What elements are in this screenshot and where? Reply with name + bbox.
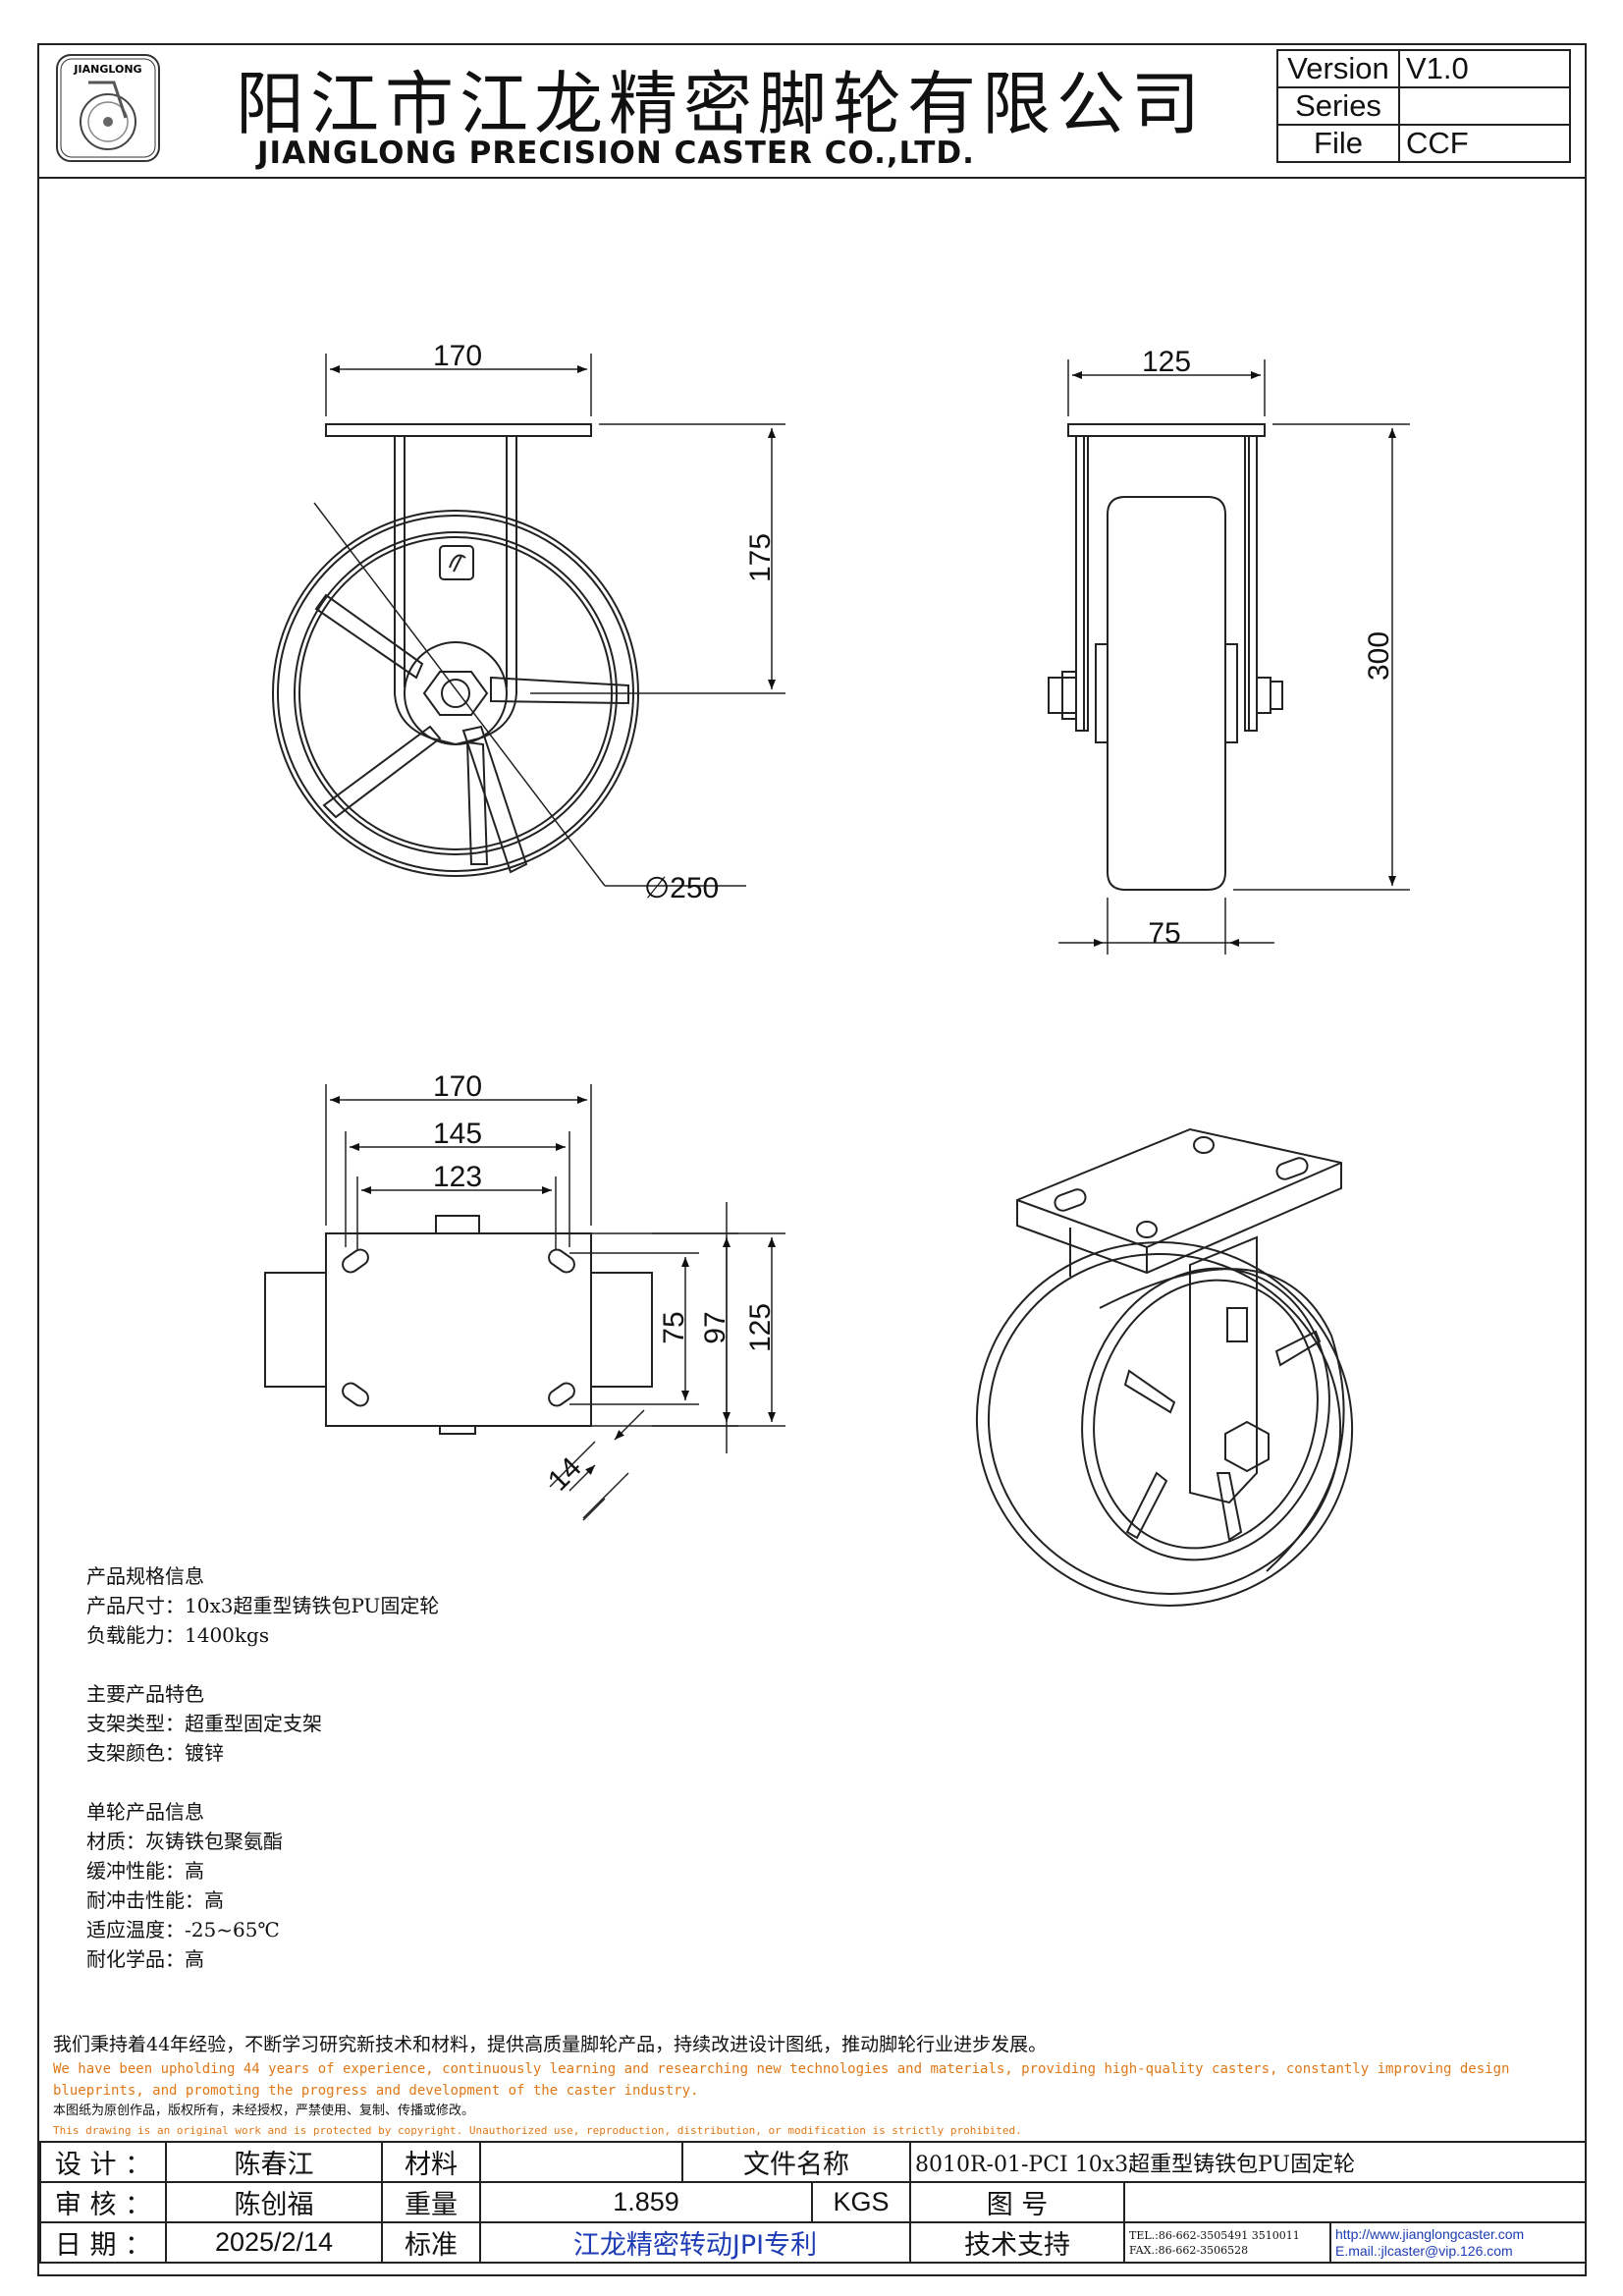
design-label: 设 计 ： xyxy=(39,2141,167,2183)
review-value: 陈创福 xyxy=(165,2181,383,2223)
version-box: Version V1.0 Series File CCF xyxy=(1276,49,1571,163)
review-label: 审 核 ： xyxy=(39,2181,167,2223)
dim-plate-170: 170 xyxy=(433,1070,482,1103)
contact-phone: TEL.:86-662-3505491 3510011 FAX.:86-662-… xyxy=(1123,2221,1331,2264)
weight-label: 重量 xyxy=(381,2181,481,2223)
spec-load: 负载能力：1400kgs xyxy=(86,1623,270,1647)
company-name-cn: 阳江市江龙精密脚轮有限公司 xyxy=(236,64,1206,144)
dim-wheel-diameter: ∅250 xyxy=(644,872,719,904)
weight-unit: KGS xyxy=(811,2181,911,2223)
dim-slot-14: 14 xyxy=(542,1451,588,1498)
dim-wheel-width: 75 xyxy=(1148,917,1180,950)
spec-bracket-type: 支架类型：超重型固定支架 xyxy=(86,1712,322,1735)
header-divider xyxy=(37,177,1587,179)
dim-plate-123: 123 xyxy=(433,1161,482,1193)
spec-section3-title: 单轮产品信息 xyxy=(86,1800,204,1824)
standard-label: 标准 xyxy=(381,2221,481,2264)
dim-side-width: 125 xyxy=(1142,346,1191,378)
standard-value: 江龙精密转动JPI专利 xyxy=(479,2221,911,2264)
support-label: 技术支持 xyxy=(909,2221,1125,2264)
date-label: 日 期 ： xyxy=(39,2221,167,2264)
series-label: Series xyxy=(1276,86,1400,126)
plate-view xyxy=(264,1215,653,1435)
design-value: 陈春江 xyxy=(165,2141,383,2183)
copyright-cn: 本图纸为原创作品，版权所有，未经授权，严禁使用、复制、传播或修改。 xyxy=(53,2104,475,2118)
filename-value: 8010R-01-PCI 10x3超重型铸铁包PU固定轮 xyxy=(908,2141,1588,2183)
notice-cn: 我们秉持着44年经验，不断学习研究新技术和材料，提供高质量脚轮产品，持续改进设计… xyxy=(53,2034,1048,2055)
notice-en: We have been upholding 44 years of exper… xyxy=(53,2061,1510,2099)
company-name-en: JIANGLONG PRECISION CASTER CO.,LTD. xyxy=(257,136,975,171)
spec-impact: 耐冲击性能：高 xyxy=(86,1888,224,1912)
spec-chemical: 耐化学品：高 xyxy=(86,1947,204,1971)
product-specs: 产品规格信息 产品尺寸：10x3超重型铸铁包PU固定轮 负载能力：1400kgs… xyxy=(86,1561,439,1974)
spec-size: 产品尺寸：10x3超重型铸铁包PU固定轮 xyxy=(86,1594,440,1617)
drawing-no-value xyxy=(1122,2181,1588,2223)
series-value xyxy=(1398,86,1571,126)
dim-plate-145: 145 xyxy=(433,1118,482,1150)
tel: TEL.:86-662-3505491 3510011 xyxy=(1129,2228,1300,2242)
spec-section1-title: 产品规格信息 xyxy=(86,1564,204,1588)
weight-value: 1.859 xyxy=(479,2181,813,2223)
spec-section2-title: 主要产品特色 xyxy=(86,1682,204,1706)
material-label: 材料 xyxy=(381,2141,481,2183)
company-notice: 我们秉持着44年经验，不断学习研究新技术和材料，提供高质量脚轮产品，持续改进设计… xyxy=(53,2031,1585,2141)
spec-temperature: 适应温度：-25~65℃ xyxy=(86,1918,280,1941)
title-block: 设 计 ： 陈春江 材料 文件名称 8010R-01-PCI 10x3超重型铸铁… xyxy=(39,2141,1588,2264)
filename-label: 文件名称 xyxy=(681,2141,911,2183)
logo-text: JIANGLONG xyxy=(73,63,141,76)
spec-bracket-color: 支架颜色：镀锌 xyxy=(86,1741,224,1765)
material-value xyxy=(479,2141,683,2183)
drawing-frame xyxy=(37,43,1587,2276)
date-value: 2025/2/14 xyxy=(165,2221,383,2264)
side-view xyxy=(1048,423,1283,891)
dim-plate-125: 125 xyxy=(744,1303,777,1352)
email-link[interactable]: E.mail.:jlcaster@vip.126.com xyxy=(1335,2242,1513,2259)
spec-cushion: 缓冲性能：高 xyxy=(86,1859,204,1883)
version-label: Version xyxy=(1276,49,1400,88)
spec-material: 材质：灰铸铁包聚氨酯 xyxy=(86,1830,283,1853)
company-logo: JIANGLONG xyxy=(55,53,161,163)
fax: FAX.:86-662-3506528 xyxy=(1129,2243,1249,2257)
isometric-view xyxy=(975,1127,1354,1607)
copyright-en: This drawing is an original work and is … xyxy=(53,2124,1022,2137)
dim-front-width: 170 xyxy=(433,340,482,372)
drawing-no-label: 图 号 xyxy=(909,2181,1125,2223)
dim-side-height: 300 xyxy=(1363,631,1395,681)
dim-plate-97: 97 xyxy=(699,1311,731,1343)
version-value: V1.0 xyxy=(1398,49,1571,88)
file-value: CCF xyxy=(1398,124,1571,163)
website-link[interactable]: http://www.jianglongcaster.com xyxy=(1335,2225,1525,2242)
dim-front-height: 175 xyxy=(744,533,777,582)
file-label: File xyxy=(1276,124,1400,163)
dim-plate-75: 75 xyxy=(658,1311,690,1343)
contact-web: http://www.jianglongcaster.com E.mail.:j… xyxy=(1328,2221,1588,2264)
front-view xyxy=(272,423,639,887)
